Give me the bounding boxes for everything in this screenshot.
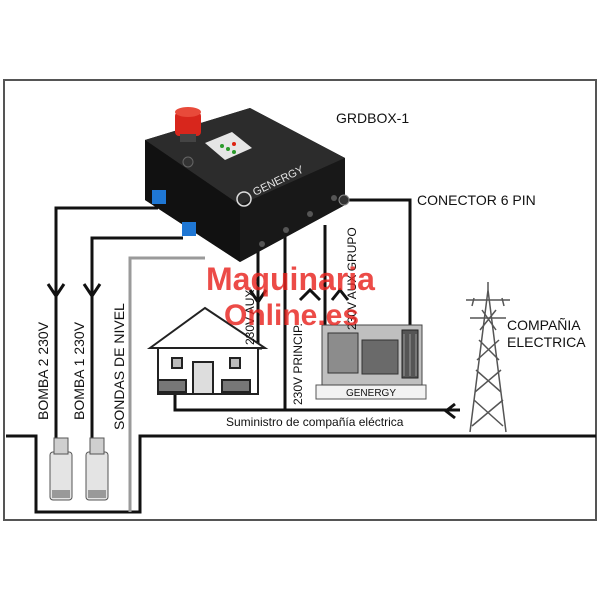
pump1-wire <box>90 236 183 440</box>
aux-group-arrow <box>330 287 350 301</box>
outer-frame <box>3 79 597 521</box>
box-switch <box>182 156 194 168</box>
probe-wire <box>128 256 205 512</box>
aux-arrow <box>248 289 268 305</box>
probes-label: SONDAS DE NIVEL <box>111 303 127 430</box>
socket-pump2 <box>152 190 166 204</box>
utility-label-line1: COMPAÑIA <box>507 317 581 333</box>
pump2-wire <box>54 206 158 440</box>
connector-wire <box>345 198 412 330</box>
watermark-line1: Maquinaria <box>206 261 375 297</box>
house <box>146 306 269 395</box>
aux-label: 230V AUX <box>243 290 257 345</box>
utility-label-line2: ELECTRICA <box>507 334 586 350</box>
watermark-line2: Online.es <box>224 299 359 332</box>
pump1-arrow <box>82 283 102 299</box>
grdbox-device: GENERGY <box>145 107 350 262</box>
connector-6pin <box>338 194 350 206</box>
supply-arrow <box>443 402 456 420</box>
principal-arrow <box>298 287 322 302</box>
connector-label: CONECTOR 6 PIN <box>417 192 536 208</box>
pump-2 <box>49 437 73 501</box>
pump2-label: BOMBA 2 230V <box>35 321 51 420</box>
supply-label: Suministro de compañía eléctrica <box>226 415 404 429</box>
diagram-title: GRDBOX-1 <box>336 110 409 126</box>
socket-pump1 <box>182 222 196 236</box>
pump1-label: BOMBA 1 230V <box>71 321 87 420</box>
beacon-light <box>175 107 201 142</box>
pump2-arrow <box>46 283 66 299</box>
indicator-panel <box>205 132 252 160</box>
flow-arrows <box>46 283 456 420</box>
generator-brand: GENERGY <box>346 388 396 399</box>
ground-profile <box>6 434 596 514</box>
power-pylon <box>466 282 510 433</box>
aux-group-label: 230V AUX GRUPO <box>345 227 359 330</box>
principal-wire <box>173 228 287 412</box>
pump-1 <box>85 437 109 501</box>
principal-label: 230V PRINCIP. <box>291 323 305 405</box>
generator: GENERGY <box>315 324 427 400</box>
